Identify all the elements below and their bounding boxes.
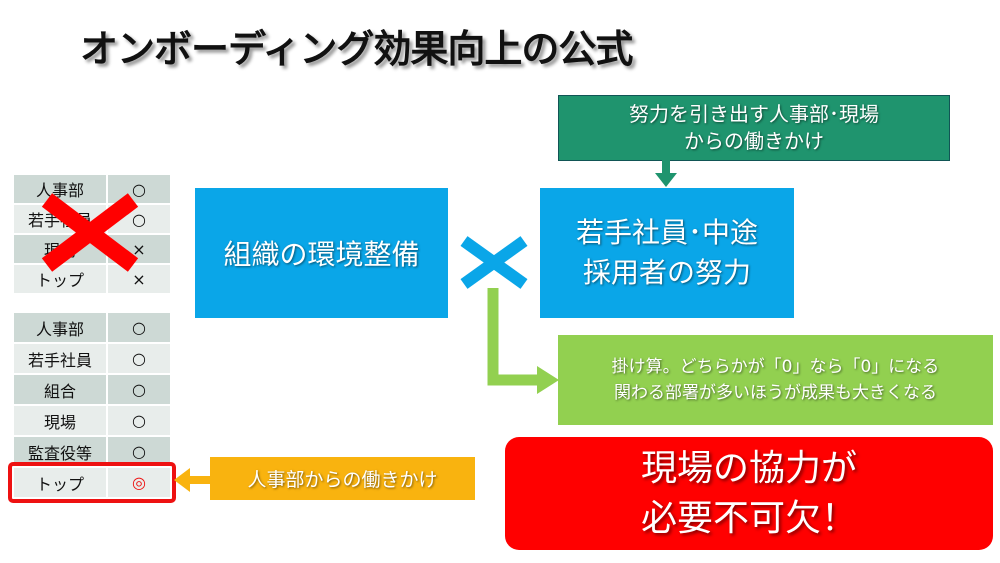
slide-title: オンボーディング効果向上の公式 xyxy=(80,27,633,71)
table-row: 現場○ xyxy=(12,404,172,437)
highlight-frame xyxy=(8,462,176,503)
red-cross-icon xyxy=(41,193,139,272)
row-mark: ○ xyxy=(106,342,172,375)
hr-support-label: 人事部からの働きかけ xyxy=(247,469,438,491)
row-mark: ◎ xyxy=(106,466,172,499)
bent-arrow-icon xyxy=(487,288,559,394)
effort-line1: 若手社員･中途 xyxy=(575,216,758,249)
row-mark: ○ xyxy=(106,373,172,406)
hr-support-box: 人事部からの働きかけ xyxy=(210,457,475,500)
support-line2: からの働きかけ xyxy=(684,129,824,153)
table-row: 人事部○ xyxy=(12,173,172,205)
row-mark: ○ xyxy=(106,404,172,437)
effort-line2: 採用者の努力 xyxy=(582,256,751,289)
row-mark: ○ xyxy=(106,173,172,205)
row-label: 若手社員 xyxy=(12,342,108,375)
table-row: トップ◎ xyxy=(12,466,172,499)
note-line2: 関わる部署が多いほうが成果も大きくなる xyxy=(613,383,937,403)
note-line1: 掛け算。どちらかが「0」なら「0」になる xyxy=(611,357,940,377)
row-label: 組合 xyxy=(12,373,108,406)
table-row: 人事部○ xyxy=(12,311,172,344)
row-label: 人事部 xyxy=(12,311,108,344)
row-mark: × xyxy=(106,263,172,295)
table-row: 若手社員○ xyxy=(12,342,172,375)
environment-label: 組織の環境整備 xyxy=(223,238,420,271)
table-row: トップ× xyxy=(12,263,172,295)
conclusion-line1: 現場の協力が xyxy=(640,447,857,489)
table-after: 人事部○ 若手社員○ 組合○ 現場○ 監査役等○ トップ◎ xyxy=(12,311,172,499)
left-arrow-icon xyxy=(174,468,212,492)
row-label: トップ xyxy=(12,466,108,499)
environment-box: 組織の環境整備 xyxy=(195,188,448,318)
conclusion-line2: 必要不可欠！ xyxy=(640,497,857,539)
note-box: 掛け算。どちらかが「0」なら「0」になる関わる部署が多いほうが成果も大きくなる xyxy=(558,335,993,425)
support-line1: 努力を引き出す人事部･現場 xyxy=(629,102,879,126)
conclusion-box: 現場の協力が必要不可欠！ xyxy=(505,437,993,550)
row-label: トップ xyxy=(12,263,108,295)
multiply-icon xyxy=(460,236,528,289)
row-label: 現場 xyxy=(12,404,108,437)
row-mark: ○ xyxy=(106,311,172,344)
down-arrow-icon xyxy=(655,159,677,187)
table-row: 組合○ xyxy=(12,373,172,406)
effort-box: 若手社員･中途採用者の努力 xyxy=(540,188,794,318)
support-box: 努力を引き出す人事部･現場からの働きかけ xyxy=(558,95,950,161)
